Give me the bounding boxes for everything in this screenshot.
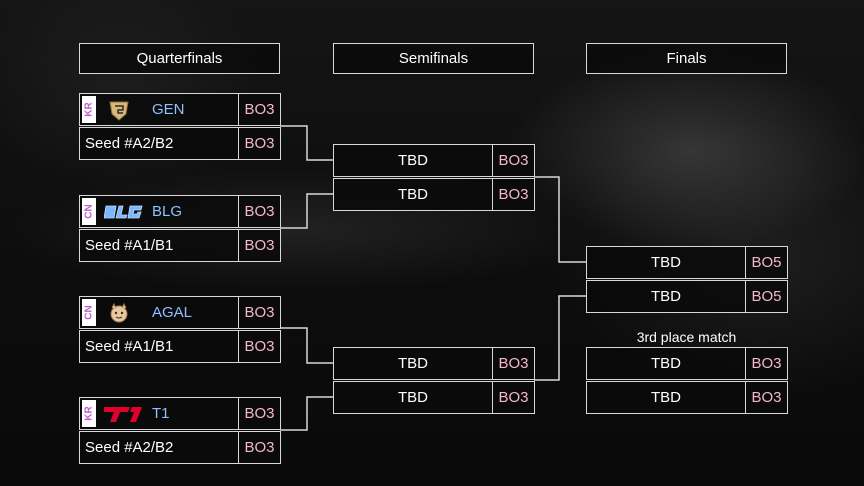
connector-sf2-final: [534, 295, 586, 381]
connector-qf2-sf1: [280, 193, 333, 229]
best-of-label: BO3: [238, 331, 280, 362]
best-of-label: BO3: [238, 432, 280, 463]
region-badge: KR: [82, 96, 96, 123]
team-name: TBD: [651, 288, 681, 305]
seed-name: Seed #A2/B2: [85, 135, 174, 152]
connector-sf1-final: [534, 176, 586, 263]
qf3-team-row[interactable]: CN AGAL BO3: [79, 296, 281, 329]
team-name: TBD: [398, 355, 428, 372]
final-bottom-row[interactable]: TBD BO5: [586, 280, 788, 313]
qf1-team-row[interactable]: KR GEN BO3: [79, 93, 281, 126]
team-name: TBD: [651, 389, 681, 406]
qf2-seed-row[interactable]: Seed #A1/B1 BO3: [79, 229, 281, 262]
region-badge: KR: [82, 400, 96, 427]
best-of-label: BO3: [745, 382, 787, 413]
best-of-label: BO3: [492, 145, 534, 176]
sf2-bottom-row[interactable]: TBD BO3: [333, 381, 535, 414]
team-name: BLG: [152, 203, 183, 220]
qf2-team-row[interactable]: CN BLG BO3: [79, 195, 281, 228]
best-of-label: BO3: [238, 398, 280, 429]
sf2-top-row[interactable]: TBD BO3: [333, 347, 535, 380]
header-finals: Finals: [586, 43, 787, 74]
best-of-label: BO3: [745, 348, 787, 379]
team-name: TBD: [651, 355, 681, 372]
qf4-seed-row[interactable]: Seed #A2/B2 BO3: [79, 431, 281, 464]
third-place-top-row[interactable]: TBD BO3: [586, 347, 788, 380]
team-name: TBD: [398, 152, 428, 169]
third-place-bottom-row[interactable]: TBD BO3: [586, 381, 788, 414]
team-name: T1: [152, 405, 170, 422]
seed-name: Seed #A1/B1: [85, 338, 174, 355]
header-semifinals: Semifinals: [333, 43, 534, 74]
team-name: TBD: [398, 186, 428, 203]
team-name: TBD: [398, 389, 428, 406]
blg-logo-icon: [104, 205, 143, 219]
connector-qf1-sf1: [280, 125, 333, 161]
best-of-label: BO3: [238, 128, 280, 159]
best-of-label: BO3: [238, 196, 280, 227]
qf1-seed-row[interactable]: Seed #A2/B2 BO3: [79, 127, 281, 160]
best-of-label: BO3: [238, 230, 280, 261]
region-badge: CN: [82, 299, 96, 326]
agal-logo-icon: [110, 303, 128, 323]
best-of-label: BO5: [745, 281, 787, 312]
team-name: AGAL: [152, 304, 193, 321]
best-of-label: BO3: [238, 297, 280, 328]
header-quarterfinals: Quarterfinals: [79, 43, 280, 74]
best-of-label: BO5: [745, 247, 787, 278]
seed-name: Seed #A1/B1: [85, 237, 174, 254]
qf3-seed-row[interactable]: Seed #A1/B1 BO3: [79, 330, 281, 363]
best-of-label: BO3: [492, 348, 534, 379]
sf1-bottom-row[interactable]: TBD BO3: [333, 178, 535, 211]
final-top-row[interactable]: TBD BO5: [586, 246, 788, 279]
best-of-label: BO3: [238, 94, 280, 125]
seed-name: Seed #A2/B2: [85, 439, 174, 456]
qf4-team-row[interactable]: KR T1 BO3: [79, 397, 281, 430]
team-name: TBD: [651, 254, 681, 271]
best-of-label: BO3: [492, 382, 534, 413]
sf1-top-row[interactable]: TBD BO3: [333, 144, 535, 177]
connector-qf3-sf2: [280, 327, 333, 364]
region-badge: CN: [82, 198, 96, 225]
team-name: GEN: [152, 101, 185, 118]
best-of-label: BO3: [492, 179, 534, 210]
third-place-label: 3rd place match: [636, 329, 737, 345]
gen-logo-icon: [109, 101, 129, 121]
connector-qf4-sf2: [280, 396, 333, 431]
t1-logo-icon: [104, 407, 142, 422]
